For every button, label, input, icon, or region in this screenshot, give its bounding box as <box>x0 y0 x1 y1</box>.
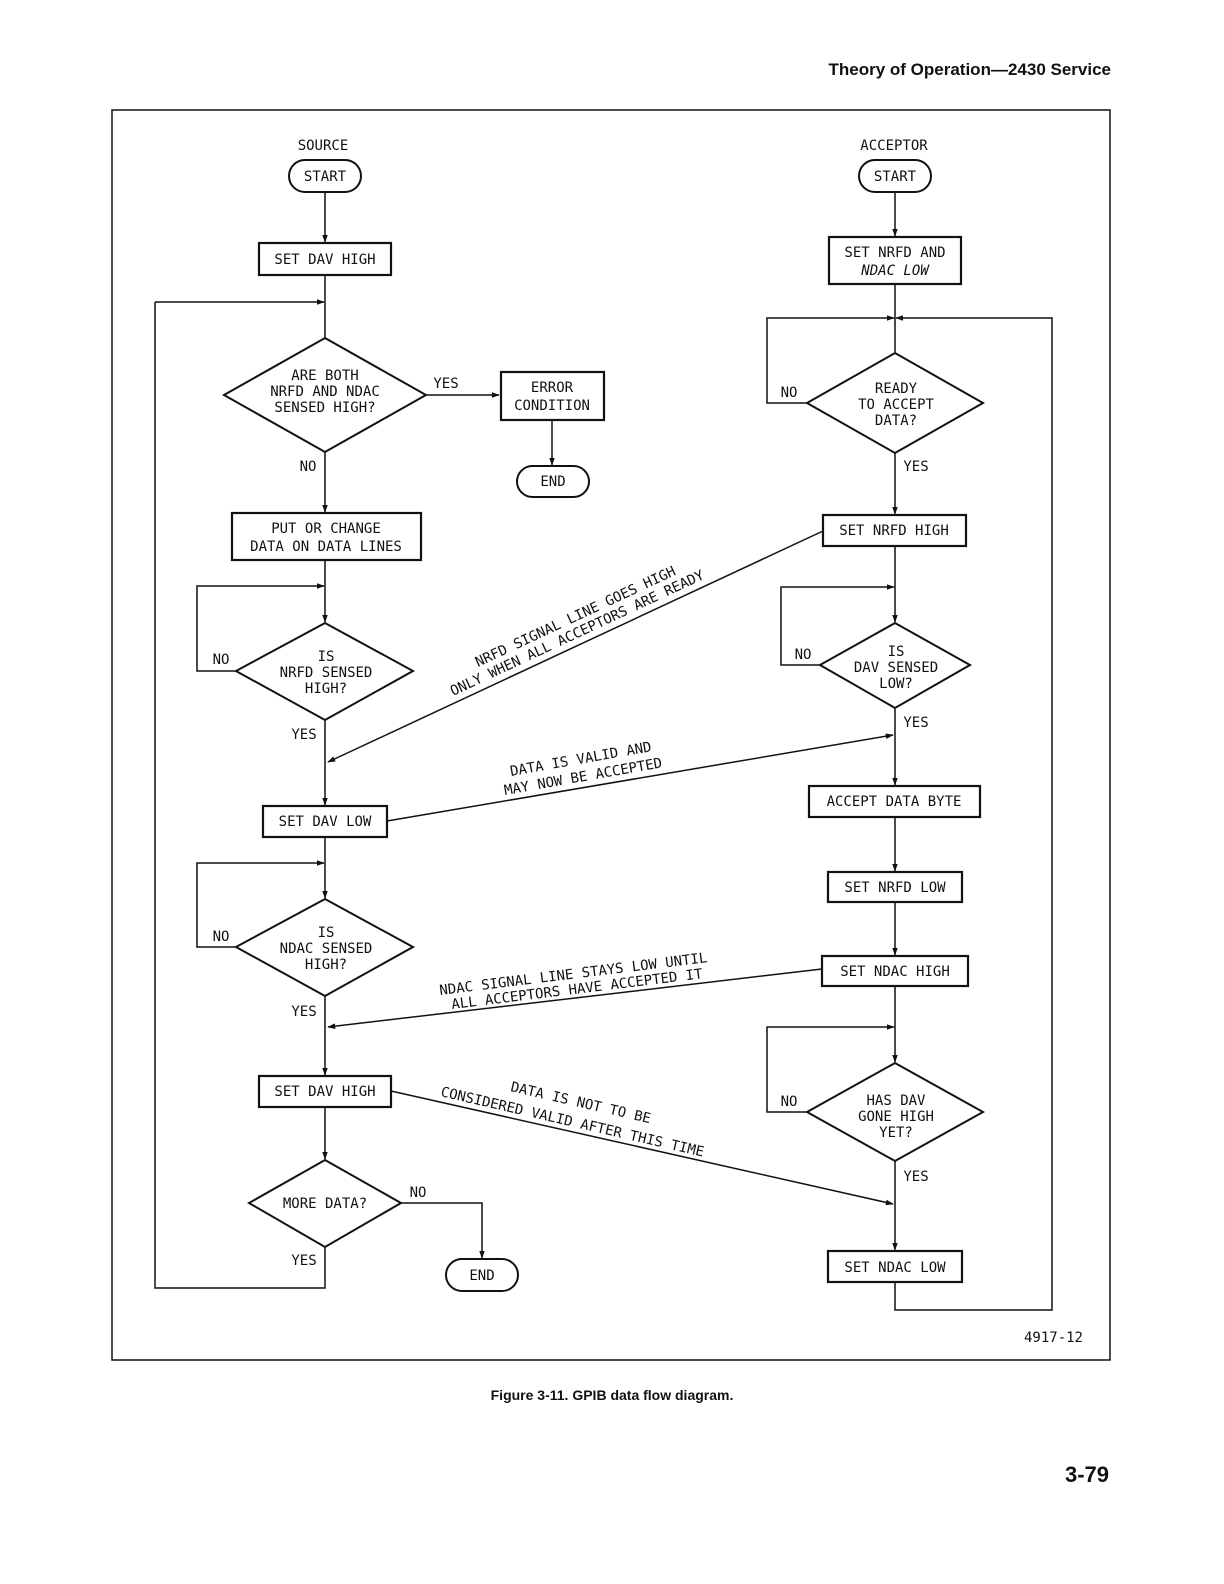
source-end-terminal <box>445 1258 519 1292</box>
set-nrfd-low-label: SET NRFD LOW <box>844 880 946 896</box>
nrfd-high-line2: NRFD SENSED <box>280 665 373 681</box>
both-high-line2: NRFD AND NDAC <box>270 384 380 400</box>
accept-data-byte-label: ACCEPT DATA BYTE <box>827 794 962 810</box>
error-condition-box <box>499 370 606 422</box>
nrfd-high-line1: IS <box>318 649 335 665</box>
ndac-high-yes: YES <box>291 1004 316 1020</box>
ready-no: NO <box>781 385 798 401</box>
set-ndac-high-label: SET NDAC HIGH <box>840 964 950 980</box>
set-ndac-low-label: SET NDAC LOW <box>844 1260 946 1276</box>
dav-low-line1: IS <box>888 644 905 660</box>
more-data-no: NO <box>410 1185 427 1201</box>
set-dav-high-label-2: SET DAV HIGH <box>274 1084 375 1100</box>
ready-line1: READY <box>875 381 918 397</box>
both-high-line1: ARE BOTH <box>291 368 358 384</box>
figure-frame <box>111 109 1111 1361</box>
set-nrfd-high-box <box>821 513 968 548</box>
figure-code: 4917-12 <box>1024 1330 1083 1346</box>
ready-yes: YES <box>903 459 928 475</box>
acceptor-start-label: START <box>874 169 917 185</box>
source-end-label: END <box>469 1268 494 1284</box>
error-line2: CONDITION <box>514 398 590 414</box>
dav-low-line2: DAV SENSED <box>854 660 938 676</box>
set-nrfd-high-label: SET NRFD HIGH <box>839 523 949 539</box>
dav-low-yes: YES <box>903 715 928 731</box>
error-end-terminal <box>516 465 590 498</box>
both-high-yes: YES <box>433 376 458 392</box>
dav-high-line1: HAS DAV <box>866 1093 926 1109</box>
more-data-label: MORE DATA? <box>283 1196 367 1212</box>
put-data-line2: DATA ON DATA LINES <box>250 539 402 555</box>
ndac-high-no: NO <box>213 929 230 945</box>
ndac-high-line1: IS <box>318 925 335 941</box>
put-data-box <box>230 511 423 562</box>
page-header: Theory of Operation—2430 Service <box>828 60 1112 79</box>
error-line1: ERROR <box>531 380 574 396</box>
svg-text:ONLY WHEN ALL ACCEPTORS ARE RE: ONLY WHEN ALL ACCEPTORS ARE READY <box>448 567 707 699</box>
figure-caption: Figure 3-11. GPIB data flow diagram. <box>490 1387 734 1403</box>
dav-high-line3: YET? <box>879 1125 913 1141</box>
svg-text:NRFD SIGNAL LINE GOES HIGH: NRFD SIGNAL LINE GOES HIGH <box>473 564 678 671</box>
error-end-label: END <box>540 474 565 490</box>
acceptor-title: ACCEPTOR <box>860 138 928 154</box>
nrfd-high-line3: HIGH? <box>305 681 347 697</box>
page-number: 3-79 <box>1064 1462 1109 1487</box>
set-nrfd-ndac-low-line1: SET NRFD AND <box>844 245 945 261</box>
dav-high-line2: GONE HIGH <box>858 1109 934 1125</box>
dav-high-no: NO <box>781 1094 798 1110</box>
nrfd-high-yes: YES <box>291 727 316 743</box>
both-high-line3: SENSED HIGH? <box>274 400 375 416</box>
ndac-high-line3: HIGH? <box>305 957 347 973</box>
ndac-high-line2: NDAC SENSED <box>280 941 373 957</box>
set-dav-high-label-1: SET DAV HIGH <box>274 252 375 268</box>
dav-high-yes: YES <box>903 1169 928 1185</box>
accept-data-byte-box <box>807 784 982 819</box>
ready-line2: TO ACCEPT <box>858 397 934 413</box>
nrfd-high-no: NO <box>213 652 230 668</box>
source-title: SOURCE <box>298 138 349 154</box>
more-data-yes: YES <box>291 1253 316 1269</box>
nrfd-note-line2: ONLY WHEN ALL ACCEPTORS ARE READY <box>448 567 707 699</box>
dav-low-line3: LOW? <box>879 676 913 692</box>
set-dav-low-label: SET DAV LOW <box>279 814 372 830</box>
both-high-no: NO <box>300 459 317 475</box>
dav-low-no: NO <box>795 647 812 663</box>
set-nrfd-ndac-low-line2: NDAC LOW <box>860 263 930 279</box>
source-start-label: START <box>304 169 347 185</box>
nrfd-note: NRFD SIGNAL LINE GOES HIGH <box>473 564 678 671</box>
ready-line3: DATA? <box>875 413 917 429</box>
set-dav-low-box <box>261 804 389 839</box>
put-data-line1: PUT OR CHANGE <box>271 521 381 537</box>
set-ndac-low-box <box>826 1249 964 1284</box>
